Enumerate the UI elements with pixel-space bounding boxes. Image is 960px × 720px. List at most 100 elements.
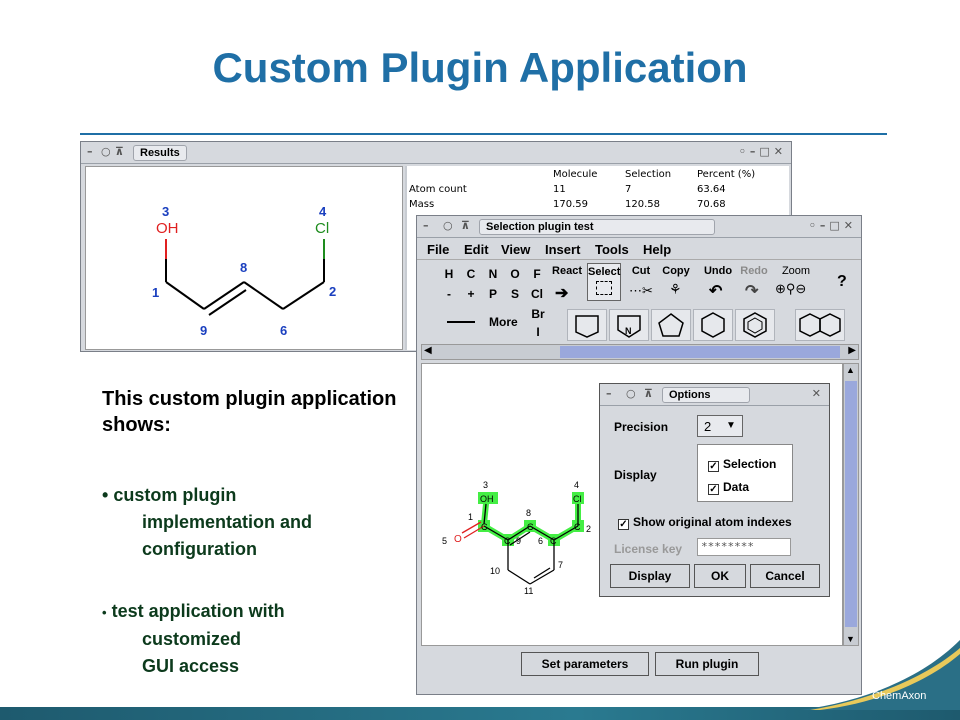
bullet-line: GUI access <box>142 656 240 676</box>
close-icon[interactable]: ✕ <box>811 387 825 400</box>
copy-icon[interactable]: ⚘ <box>669 281 682 297</box>
template-button[interactable] <box>567 309 607 341</box>
atom-button-cl[interactable]: Cl <box>531 287 543 301</box>
atom-index: 2 <box>329 284 336 299</box>
menu-edit[interactable]: Edit <box>464 242 489 257</box>
table-cell: 70.68 <box>697 199 726 210</box>
atom-button-f[interactable]: F <box>533 267 541 281</box>
selection-checkbox[interactable]: ✓Selection <box>708 457 776 472</box>
display-button[interactable]: Display <box>610 564 690 588</box>
charge-plus-button[interactable]: + <box>467 287 475 301</box>
table-header: Percent (%) <box>697 169 756 180</box>
scroll-up-icon[interactable]: ▲ <box>846 365 855 375</box>
react-arrow-icon[interactable]: ➔ <box>555 285 569 302</box>
selection-checkbox-label: Selection <box>723 457 777 471</box>
minimize-icon[interactable]: – <box>87 145 93 158</box>
atom-button-h[interactable]: H <box>444 267 454 281</box>
pentagon-button[interactable] <box>651 309 691 341</box>
menu-tools[interactable]: Tools <box>595 242 629 257</box>
copy-label: Copy <box>662 265 690 277</box>
carbon-label: C <box>481 522 488 532</box>
display-label: Display <box>614 468 657 482</box>
atom-index: 6 <box>538 536 543 546</box>
select-label: Select <box>588 266 621 278</box>
run-plugin-button[interactable]: Run plugin <box>655 652 759 676</box>
atom-button-p[interactable]: P <box>488 287 497 301</box>
data-checkbox[interactable]: ✓Data <box>708 480 749 495</box>
footer-swoosh <box>800 640 960 710</box>
menu-insert[interactable]: Insert <box>545 242 581 257</box>
redo-icon[interactable]: ↷ <box>745 283 759 300</box>
carbon-label: C <box>527 522 534 532</box>
vertical-scrollbar[interactable]: ▲ ▼ <box>843 363 859 646</box>
atom-index: 7 <box>558 560 563 570</box>
show-indexes-label: Show original atom indexes <box>633 515 792 529</box>
undo-icon[interactable]: ↶ <box>709 283 723 300</box>
atom-index: 3 <box>162 204 169 219</box>
cancel-button[interactable]: Cancel <box>750 564 820 588</box>
atom-button-n[interactable]: N <box>488 267 498 281</box>
ok-button[interactable]: OK <box>694 564 746 588</box>
table-cell: 63.64 <box>697 184 726 195</box>
atom-index: 4 <box>574 480 579 490</box>
scroll-left-icon[interactable]: ◀ <box>424 345 432 356</box>
check-icon: ✓ <box>618 519 629 530</box>
results-titlebar[interactable]: – ○ ⊼ Results ◦–□✕ <box>81 142 791 164</box>
menu-help[interactable]: Help <box>643 242 672 257</box>
scroll-thumb[interactable] <box>560 346 840 358</box>
results-molecule-canvas[interactable]: OH Cl 3 4 8 1 2 9 6 <box>85 166 403 350</box>
maximize-icon[interactable]: ⊼ <box>115 145 124 158</box>
show-indexes-checkbox[interactable]: ✓ Show original atom indexes <box>618 515 792 530</box>
chevron-down-icon: ▼ <box>726 420 736 431</box>
benzene-button[interactable] <box>735 309 775 341</box>
circle-icon[interactable]: ○ <box>626 387 636 400</box>
horizontal-scrollbar[interactable]: ◀ ▶ <box>421 344 859 360</box>
cut-icon[interactable]: ⋯✂ <box>629 283 653 298</box>
atom-index: 9 <box>200 323 207 338</box>
circle-icon[interactable]: ○ <box>443 219 453 232</box>
redo-label: Redo <box>740 265 768 277</box>
table-cell: 7 <box>625 184 632 195</box>
options-titlebar[interactable]: – ○ ⊼ Options ✕ <box>600 384 829 406</box>
more-button[interactable]: More <box>489 315 518 329</box>
maximize-icon[interactable]: ⊼ <box>644 387 653 400</box>
scroll-right-icon[interactable]: ▶ <box>848 345 856 356</box>
precision-select[interactable]: 2 ▼ <box>697 415 743 437</box>
scroll-thumb[interactable] <box>845 381 857 627</box>
set-parameters-button[interactable]: Set parameters <box>521 652 649 676</box>
menu-view[interactable]: View <box>501 242 531 257</box>
select-button[interactable]: Select <box>587 263 621 301</box>
menu-file[interactable]: File <box>427 242 450 257</box>
window-controls-icon[interactable]: ◦–□✕ <box>738 145 787 158</box>
bullet-marker: • <box>102 485 109 505</box>
atom-button-i[interactable]: I <box>536 325 540 339</box>
license-key-input[interactable]: ******** <box>697 538 791 556</box>
minimize-icon[interactable]: – <box>606 387 612 400</box>
table-cell: 11 <box>553 184 566 195</box>
atom-index: 8 <box>526 508 531 518</box>
window-controls-icon[interactable]: ◦–□✕ <box>808 219 857 232</box>
atom-button-s[interactable]: S <box>510 287 519 301</box>
atom-button-c[interactable]: C <box>466 267 476 281</box>
minimize-icon[interactable]: – <box>423 219 429 232</box>
undo-label: Undo <box>703 265 733 277</box>
pyrrole-button[interactable]: N <box>609 309 649 341</box>
atom-button-br[interactable]: Br <box>531 307 545 321</box>
scroll-down-icon[interactable]: ▼ <box>846 634 855 644</box>
zoom-icons[interactable]: ⊕⚲⊖ <box>775 281 807 296</box>
help-icon[interactable]: ? <box>837 273 847 290</box>
precision-value: 2 <box>704 419 712 434</box>
naphthalene-button[interactable] <box>795 309 845 341</box>
atom-button-o[interactable]: O <box>510 267 520 281</box>
selection-titlebar[interactable]: – ○ ⊼ Selection plugin test ◦–□✕ <box>417 216 861 238</box>
bond-line-icon[interactable] <box>447 321 475 323</box>
bullet-line: configuration <box>142 539 257 559</box>
bullet-line: customized <box>142 629 242 649</box>
table-cell: 120.58 <box>625 199 660 210</box>
cyclohexane-button[interactable] <box>693 309 733 341</box>
atom-index: 5 <box>442 536 447 546</box>
circle-icon[interactable]: ○ <box>101 145 111 158</box>
atom-index: 10 <box>490 566 500 576</box>
maximize-icon[interactable]: ⊼ <box>461 219 470 232</box>
charge-minus-button[interactable]: - <box>447 287 451 301</box>
